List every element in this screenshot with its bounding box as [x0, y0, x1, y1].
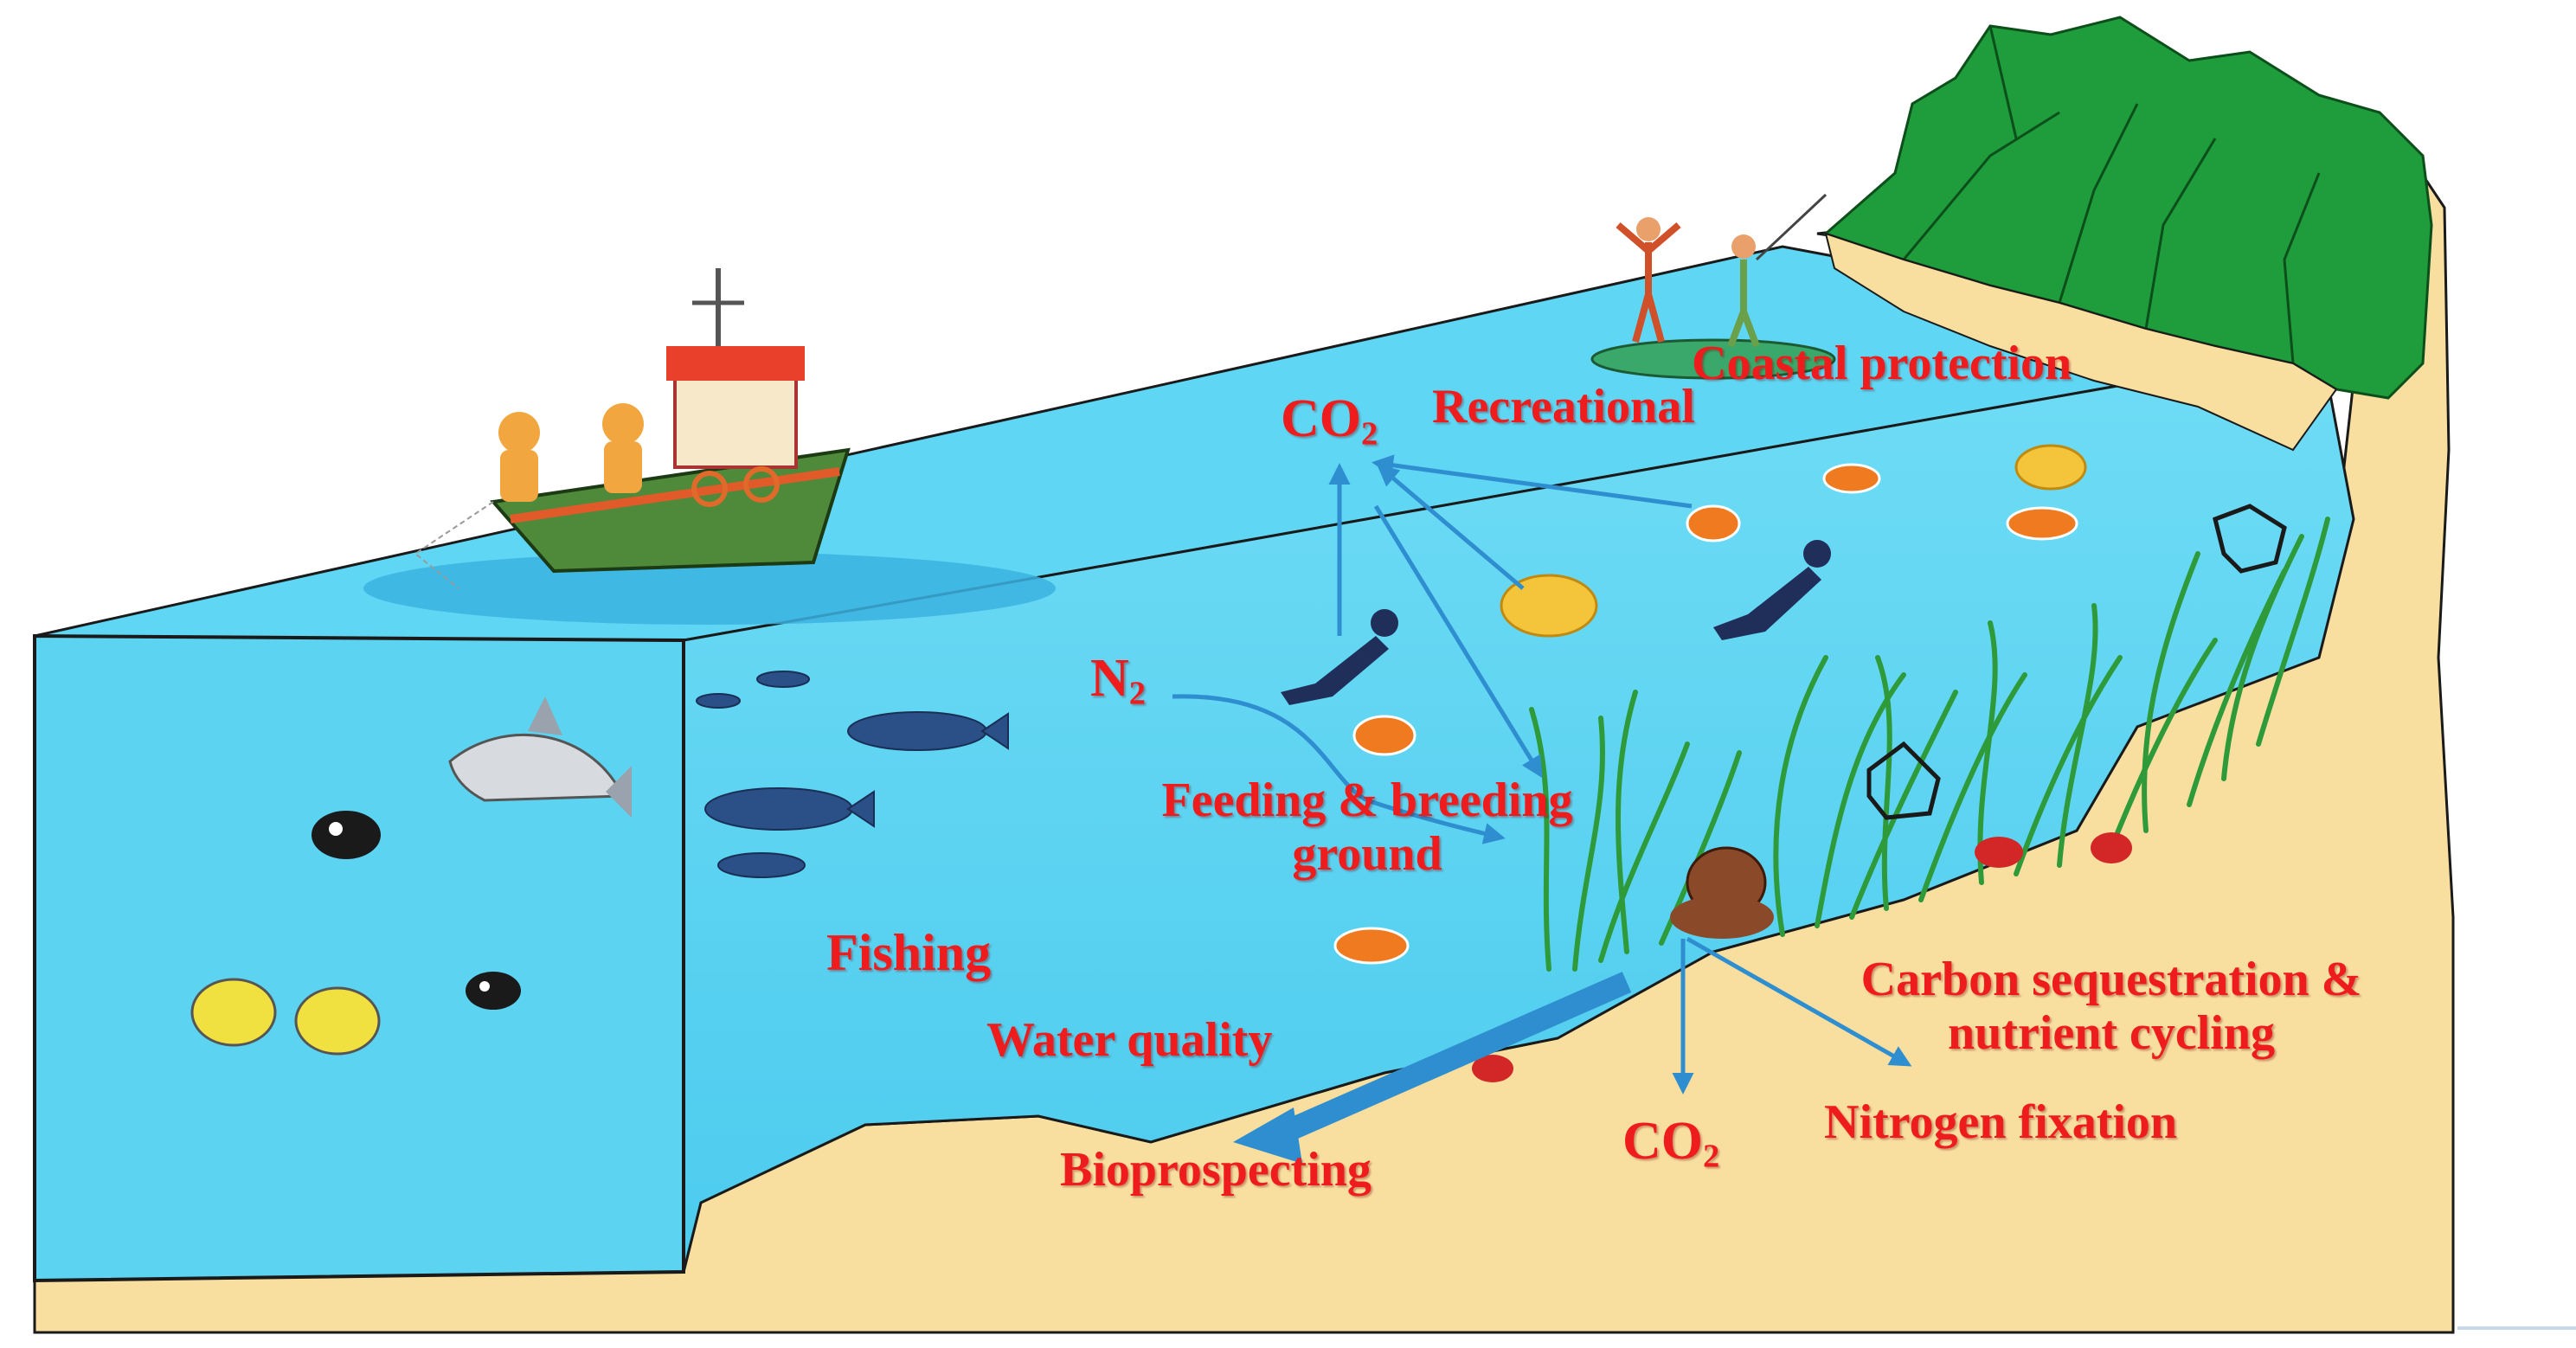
- arrow-goldfish-to-co2: [1377, 464, 1525, 590]
- arrow-seagrass-to-bioprospecting: [1267, 972, 1632, 1148]
- co2-bottom-text: CO: [1622, 1112, 1703, 1171]
- yellow-fish: [190, 978, 381, 1056]
- boat-wake: [363, 552, 1056, 625]
- co2-top-subscript: 2: [1361, 415, 1378, 453]
- starfish-outline-2: [2213, 504, 2287, 574]
- red-crab: [1472, 832, 2132, 1082]
- label-carbon-sequestration: Carbon sequestration & nutrient cycling: [1808, 953, 2414, 1060]
- flow-arrows: [1172, 454, 1912, 1094]
- label-n2: N2: [1090, 649, 1146, 712]
- feeding-line2: ground: [1292, 826, 1442, 881]
- label-feeding-breeding: Feeding & breeding ground: [1125, 773, 1609, 881]
- arrow-seagrass-to-nitrogen: [1686, 936, 1912, 1067]
- co2-bottom-subscript: 2: [1703, 1138, 1720, 1175]
- n2-subscript: 2: [1128, 675, 1146, 712]
- arrowhead-bioprospecting: [1233, 1107, 1302, 1164]
- arrow-co2-to-feeding: [1373, 504, 1543, 779]
- goldfish: [1500, 444, 2087, 638]
- black-fish: [312, 811, 521, 1010]
- label-coastal-protection: Coastal protection: [1692, 337, 2072, 390]
- blue-fish-school: [696, 671, 1009, 878]
- scuba-diver: [1281, 540, 1831, 705]
- fishing-boat: [414, 268, 851, 589]
- carbon-line1: Carbon sequestration &: [1860, 953, 2362, 1006]
- coastal-forest: [1823, 16, 2433, 452]
- feeding-line1: Feeding & breeding: [1161, 773, 1573, 827]
- starfish-outline: [1866, 741, 1941, 820]
- label-bioprospecting: Bioprospecting: [1060, 1143, 1372, 1197]
- shark: [448, 696, 632, 818]
- label-co2-top: CO2: [1281, 389, 1378, 453]
- arrow-diver2-to-co2: [1372, 454, 1693, 509]
- co2-top-text: CO: [1281, 389, 1361, 448]
- label-water-quality: Water quality: [986, 1013, 1273, 1067]
- arrow-n2-to-feeding: [1172, 694, 1506, 844]
- n2-text: N: [1090, 649, 1129, 708]
- label-nitrogen-fixation: Nitrogen fixation: [1824, 1095, 2178, 1149]
- walrus: [1670, 846, 1774, 939]
- clownfish: [1333, 463, 2078, 965]
- label-fishing: Fishing: [826, 924, 992, 981]
- label-co2-bottom: CO2: [1622, 1112, 1719, 1175]
- label-recreational: Recreational: [1432, 380, 1695, 433]
- paddleboard-people: [1590, 193, 1836, 380]
- carbon-line2: nutrient cycling: [1948, 1005, 2275, 1060]
- deep-sea-section: [33, 633, 685, 1283]
